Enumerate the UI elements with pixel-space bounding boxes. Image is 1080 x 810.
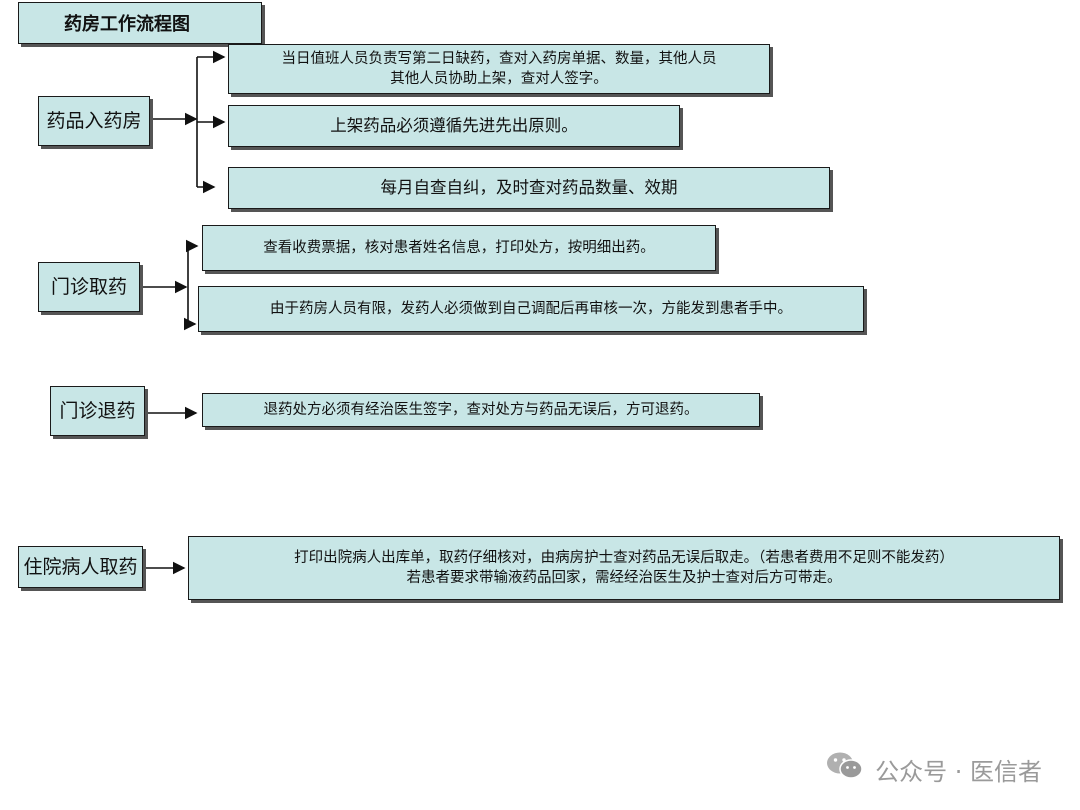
step-box: 上架药品必须遵循先进先出原则。 <box>228 105 680 147</box>
watermark-text: 公众号 · 医信者 <box>875 757 1042 786</box>
category-box: 药品入药房 <box>38 96 150 146</box>
watermark: 公众号 · 医信者 <box>825 750 1042 788</box>
step-box: 当日值班人员负责写第二日缺药，查对入药房单据、数量，其他人员 其他人员协助上架，… <box>228 44 770 94</box>
diagram-title: 药房工作流程图 <box>18 2 262 44</box>
category-box: 门诊退药 <box>50 386 145 436</box>
category-box: 门诊取药 <box>38 262 140 312</box>
step-box: 查看收费票据，核对患者姓名信息，打印处方，按明细出药。 <box>202 225 716 271</box>
step-box: 每月自查自纠，及时查对药品数量、效期 <box>228 167 830 209</box>
step-box: 打印出院病人出库单，取药仔细核对，由病房护士查对药品无误后取走。（若患者费用不足… <box>188 536 1060 600</box>
category-box: 住院病人取药 <box>18 546 143 588</box>
step-box: 退药处方必须有经治医生签字，查对处方与药品无误后，方可退药。 <box>202 393 760 427</box>
step-box: 由于药房人员有限，发药人必须做到自己调配后再审核一次，方能发到患者手中。 <box>198 286 864 332</box>
wechat-icon <box>825 750 865 788</box>
